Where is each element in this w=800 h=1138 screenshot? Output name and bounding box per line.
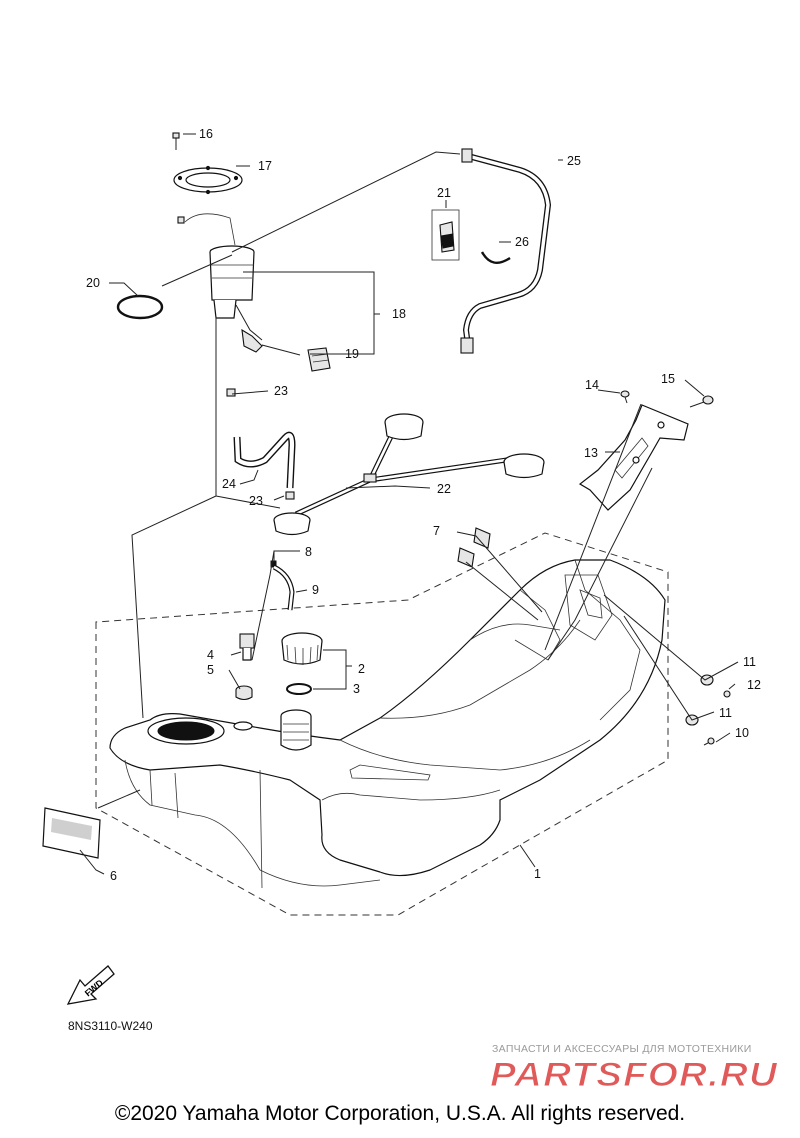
watermark-caption: ЗАПЧАСТИ И АКСЕССУАРЫ ДЛЯ МОТОТЕХНИКИ bbox=[492, 1043, 752, 1055]
callout-25: 25 bbox=[567, 154, 581, 168]
callout-11b: 11 bbox=[719, 706, 732, 720]
callout-4: 4 bbox=[207, 648, 214, 662]
callout-10: 10 bbox=[735, 726, 749, 740]
partsfor-logo-text: PARTSFOR.RU bbox=[490, 1056, 779, 1092]
callout-24: 24 bbox=[222, 477, 236, 491]
tank-bracket bbox=[578, 404, 689, 511]
callout-labels: 1 2 3 4 5 6 7 8 9 10 11 11 12 13 14 15 1… bbox=[86, 127, 761, 883]
bolt-15 bbox=[689, 395, 714, 408]
callout-22: 22 bbox=[437, 482, 451, 496]
callout-9: 9 bbox=[312, 583, 319, 597]
callout-7: 7 bbox=[433, 524, 440, 538]
hose-retaining-clip bbox=[480, 251, 511, 264]
fuel-delivery-hose bbox=[460, 148, 552, 354]
callout-26: 26 bbox=[515, 235, 529, 249]
bolt-10 bbox=[703, 737, 715, 746]
fuel-tank bbox=[109, 559, 666, 889]
callout-19: 19 bbox=[345, 347, 359, 361]
callout-5: 5 bbox=[207, 663, 214, 677]
callout-21: 21 bbox=[437, 186, 451, 200]
leader-lines bbox=[79, 133, 739, 875]
partsfor-logo: PARTSFOR.RU bbox=[490, 1056, 779, 1092]
callout-13: 13 bbox=[584, 446, 598, 460]
pump-plate-gasket bbox=[173, 165, 243, 195]
roll-over-valve bbox=[239, 633, 255, 661]
callout-15: 15 bbox=[661, 372, 675, 386]
connector-cover bbox=[431, 209, 460, 261]
fuel-pump-assembly bbox=[177, 213, 301, 356]
callout-16: 16 bbox=[199, 127, 213, 141]
callout-12: 12 bbox=[747, 678, 761, 692]
callout-3: 3 bbox=[353, 682, 360, 696]
grommet bbox=[235, 685, 253, 701]
bolt-14 bbox=[620, 390, 630, 404]
callout-17: 17 bbox=[258, 159, 272, 173]
damper-pad bbox=[457, 527, 491, 568]
copyright-notice: ©2020 Yamaha Motor Corporation, U.S.A. A… bbox=[114, 1102, 686, 1125]
pump-bolt bbox=[172, 132, 180, 150]
callout-6: 6 bbox=[110, 869, 117, 883]
fuel-cap bbox=[281, 632, 323, 665]
forward-direction-arrow: FWD bbox=[66, 965, 115, 1005]
callout-14: 14 bbox=[585, 378, 599, 392]
fuel-pipe-assembly bbox=[273, 413, 545, 536]
cap-gasket bbox=[286, 683, 312, 695]
hose-clip-23b bbox=[285, 491, 295, 500]
callout-8: 8 bbox=[305, 545, 312, 559]
diagram-code: 8NS3110-W240 bbox=[68, 1019, 153, 1033]
callout-2: 2 bbox=[358, 662, 365, 676]
fuel-level-sender bbox=[307, 347, 331, 372]
callout-20: 20 bbox=[86, 276, 100, 290]
callout-18: 18 bbox=[392, 307, 406, 321]
callout-23a: 23 bbox=[274, 384, 288, 398]
callout-11a: 11 bbox=[743, 655, 756, 669]
bolt-12 bbox=[723, 690, 731, 698]
hose-clip-23a bbox=[226, 388, 236, 397]
callout-1: 1 bbox=[534, 867, 541, 881]
pump-o-ring bbox=[116, 294, 164, 320]
callout-23b: 23 bbox=[249, 494, 263, 508]
warning-label bbox=[42, 807, 101, 859]
